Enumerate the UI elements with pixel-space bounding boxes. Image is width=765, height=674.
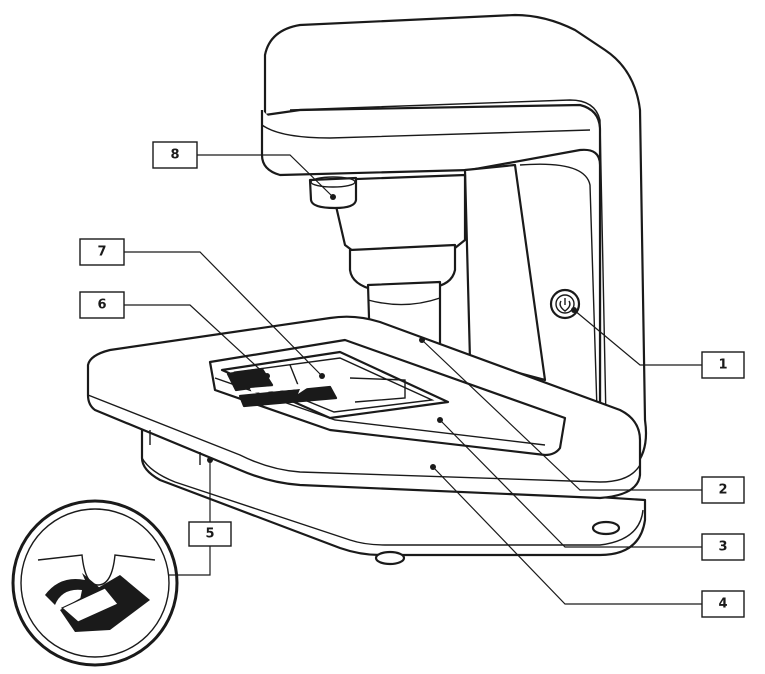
microscope-stage <box>86 315 642 500</box>
callout-7: 7 <box>79 238 125 266</box>
callout-1: 1 <box>701 351 745 379</box>
callout-3-label: 3 <box>718 540 727 555</box>
callout-4-label: 4 <box>718 597 727 612</box>
callout-2-label: 2 <box>718 483 727 498</box>
leader-lines <box>124 154 702 605</box>
callout-6-label: 6 <box>97 298 106 313</box>
callout-8-label: 8 <box>170 148 179 163</box>
callout-5-label: 5 <box>205 527 214 542</box>
detail-inset <box>11 499 179 667</box>
callout-3: 3 <box>701 533 745 561</box>
callout-2: 2 <box>701 476 745 504</box>
callout-6: 6 <box>79 291 125 319</box>
callout-7-label: 7 <box>97 245 106 260</box>
callout-8: 8 <box>152 141 198 169</box>
microscope-illustration <box>86 13 648 566</box>
callout-1-label: 1 <box>718 358 727 373</box>
rotate-arrow-icon <box>45 573 100 605</box>
callout-4: 4 <box>701 590 745 618</box>
callout-5: 5 <box>188 521 232 547</box>
